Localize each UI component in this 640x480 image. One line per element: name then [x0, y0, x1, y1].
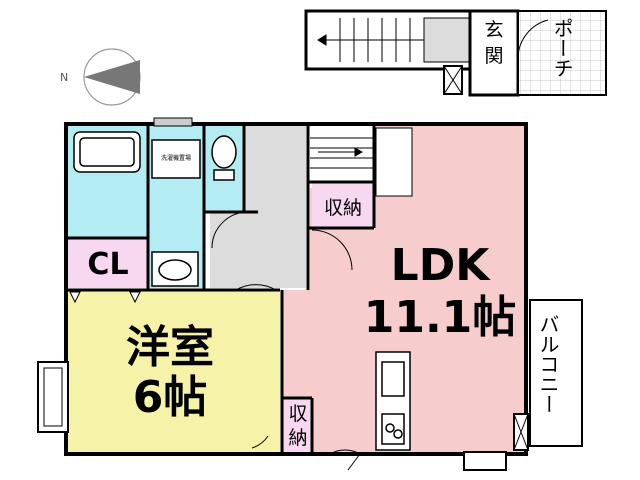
interior-stairs-icon — [310, 137, 374, 169]
storage-lower-label-1: 収 — [288, 403, 307, 425]
closet-cl — [68, 238, 148, 288]
balcony — [529, 299, 583, 447]
window-bottom — [463, 451, 507, 471]
storage-upper-label: 収納 — [324, 197, 362, 219]
entrance-label-1: 玄 — [484, 19, 503, 41]
yoshitsu-size: 6帖 — [133, 372, 208, 423]
kitchen-sink-icon — [381, 361, 405, 397]
ldk-label: LDK — [391, 240, 492, 291]
ldk-room — [282, 126, 524, 452]
yoshitsu-label: 洋室 — [126, 322, 214, 373]
entrance-label-2: 関 — [484, 45, 503, 67]
interior-walls — [66, 124, 376, 454]
laundry-label: 洗濯機置場 — [161, 154, 191, 162]
storage-upper — [312, 182, 374, 228]
pillar-box — [375, 127, 413, 197]
storage-lower — [284, 398, 312, 452]
toilet-icon — [211, 135, 237, 169]
bay-window — [37, 361, 69, 433]
storage-lower-label-2: 納 — [288, 427, 307, 449]
porch — [517, 10, 607, 96]
washer-space — [151, 139, 201, 179]
door-swings — [211, 211, 361, 471]
stairs-icon — [317, 18, 439, 62]
compass-north-label: N — [60, 71, 68, 84]
window-top — [153, 117, 193, 127]
compass-arrow-icon — [84, 60, 140, 94]
yoshitsu-room — [68, 290, 280, 452]
upper-block: 玄 関 玄関 ポーチ — [304, 9, 607, 97]
porch-label: ポーチ — [550, 18, 574, 78]
ldk-size: 11.1帖 — [364, 292, 517, 343]
closet-marks — [69, 291, 141, 304]
porch-door-swing — [517, 19, 549, 59]
compass: N — [60, 48, 141, 106]
cl-label: CL — [87, 247, 128, 282]
balcony-label: バルコニー — [536, 314, 560, 414]
